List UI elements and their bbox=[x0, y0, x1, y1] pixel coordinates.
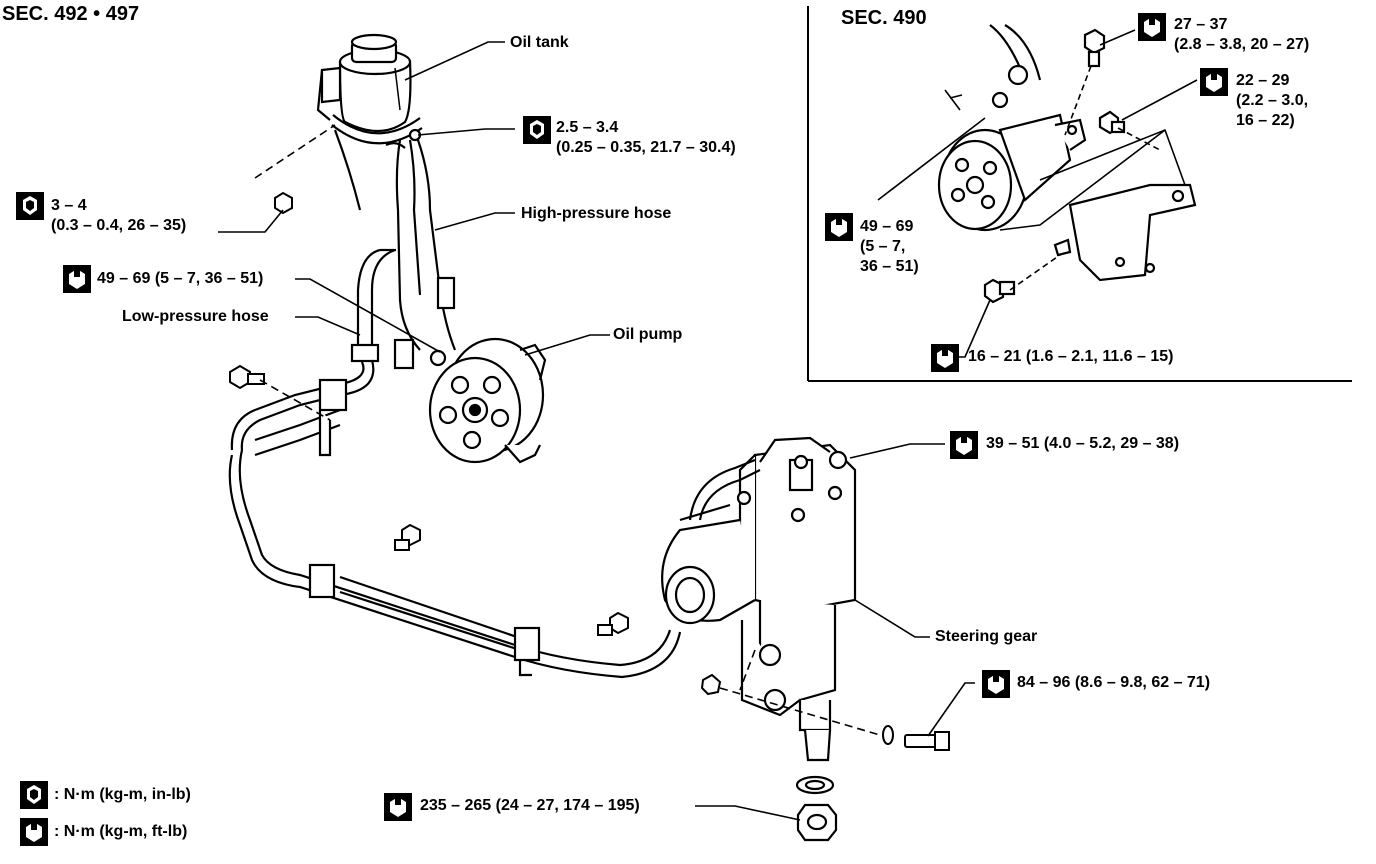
torque-pump-fitting: 49 – 69 (5 – 7, 36 – 51) bbox=[97, 270, 264, 287]
bottom-nut-drawing bbox=[795, 775, 838, 842]
gear-mount-bolt-drawing bbox=[700, 673, 950, 751]
label-low-pressure-hose: Low-pressure hose bbox=[122, 308, 269, 325]
torque-ft-lb-icon bbox=[931, 344, 959, 372]
torque-ft-lb-icon bbox=[1200, 68, 1228, 96]
torque-tank-bolt-line2: (0.3 – 0.4, 26 – 35) bbox=[51, 217, 187, 234]
low-pressure-hose-drawing bbox=[230, 248, 415, 451]
torque-in-lb-icon bbox=[20, 781, 48, 809]
torque-tank-bolt: 3 – 4 (0.3 – 0.4, 26 – 35) bbox=[51, 196, 186, 236]
inset-torque-3: 49 – 69 (5 – 7, 36 – 51) bbox=[860, 217, 919, 277]
inset-torque-2-line1: 22 – 29 bbox=[1236, 72, 1290, 89]
label-high-pressure-hose: High-pressure hose bbox=[521, 205, 672, 222]
small-bolts-drawing bbox=[229, 191, 629, 636]
label-oil-tank: Oil tank bbox=[510, 34, 569, 51]
torque-ft-lb-icon bbox=[1138, 13, 1166, 41]
section-title-inset: SEC. 490 bbox=[841, 7, 927, 29]
section-title-main: SEC. 492 • 497 bbox=[2, 3, 140, 25]
torque-oil-tank: 2.5 – 3.4 (0.25 – 0.35, 21.7 – 30.4) bbox=[556, 118, 736, 158]
alignment-dashes bbox=[254, 124, 881, 736]
torque-in-lb-icon bbox=[523, 116, 551, 144]
oil-pump-drawing bbox=[428, 337, 547, 464]
torque-gear-mount: 84 – 96 (8.6 – 9.8, 62 – 71) bbox=[1017, 674, 1211, 691]
inset-torque-4: 16 – 21 (1.6 – 2.1, 11.6 – 15) bbox=[968, 348, 1174, 365]
legend-ft-lb: : N·m (kg-m, ft-lb) bbox=[54, 823, 188, 840]
torque-oil-tank-line1: 2.5 – 3.4 bbox=[556, 119, 619, 136]
inset-torque-3-line3: 36 – 51) bbox=[860, 258, 919, 275]
inset-torque-1-line2: (2.8 – 3.8, 20 – 27) bbox=[1174, 36, 1310, 53]
torque-ft-lb-icon bbox=[384, 793, 412, 821]
torque-ft-lb-icon bbox=[20, 818, 48, 846]
torque-gear-nut: 235 – 265 (24 – 27, 174 – 195) bbox=[420, 797, 640, 814]
inset-torque-2-line2: (2.2 – 3.0, bbox=[1236, 92, 1309, 109]
torque-tank-bolt-line1: 3 – 4 bbox=[51, 197, 87, 214]
legend-in-lb: : N·m (kg-m, in-lb) bbox=[54, 786, 191, 803]
torque-ft-lb-icon bbox=[982, 670, 1010, 698]
inset-pump-drawing bbox=[937, 24, 1197, 304]
torque-ft-lb-icon bbox=[63, 265, 91, 293]
torque-gear-fitting: 39 – 51 (4.0 – 5.2, 29 – 38) bbox=[986, 435, 1180, 452]
torque-ft-lb-icon bbox=[950, 431, 978, 459]
inset-torque-3-line2: (5 – 7, bbox=[860, 238, 906, 255]
pressure-tube-drawing bbox=[228, 378, 682, 679]
label-oil-pump: Oil pump bbox=[613, 326, 683, 343]
torque-in-lb-icon bbox=[16, 192, 44, 220]
inset-lines bbox=[944, 65, 1186, 291]
label-steering-gear: Steering gear bbox=[935, 628, 1038, 645]
leader-lines bbox=[218, 29, 1198, 821]
inset-torque-3-line1: 49 – 69 bbox=[860, 218, 914, 235]
inset-torque-1: 27 – 37 (2.8 – 3.8, 20 – 27) bbox=[1174, 15, 1309, 55]
inset-frame bbox=[807, 6, 1352, 382]
inset-torque-2-line3: 16 – 22) bbox=[1236, 112, 1295, 129]
inset-torque-1-line1: 27 – 37 bbox=[1174, 16, 1228, 33]
torque-oil-tank-line2: (0.25 – 0.35, 21.7 – 30.4) bbox=[556, 139, 736, 156]
oil-tank-drawing bbox=[316, 33, 423, 211]
torque-ft-lb-icon bbox=[825, 213, 853, 241]
steering-gear-drawing bbox=[661, 436, 857, 762]
high-pressure-hose-drawing bbox=[385, 139, 457, 351]
inset-torque-2: 22 – 29 (2.2 – 3.0, 16 – 22) bbox=[1236, 71, 1308, 131]
